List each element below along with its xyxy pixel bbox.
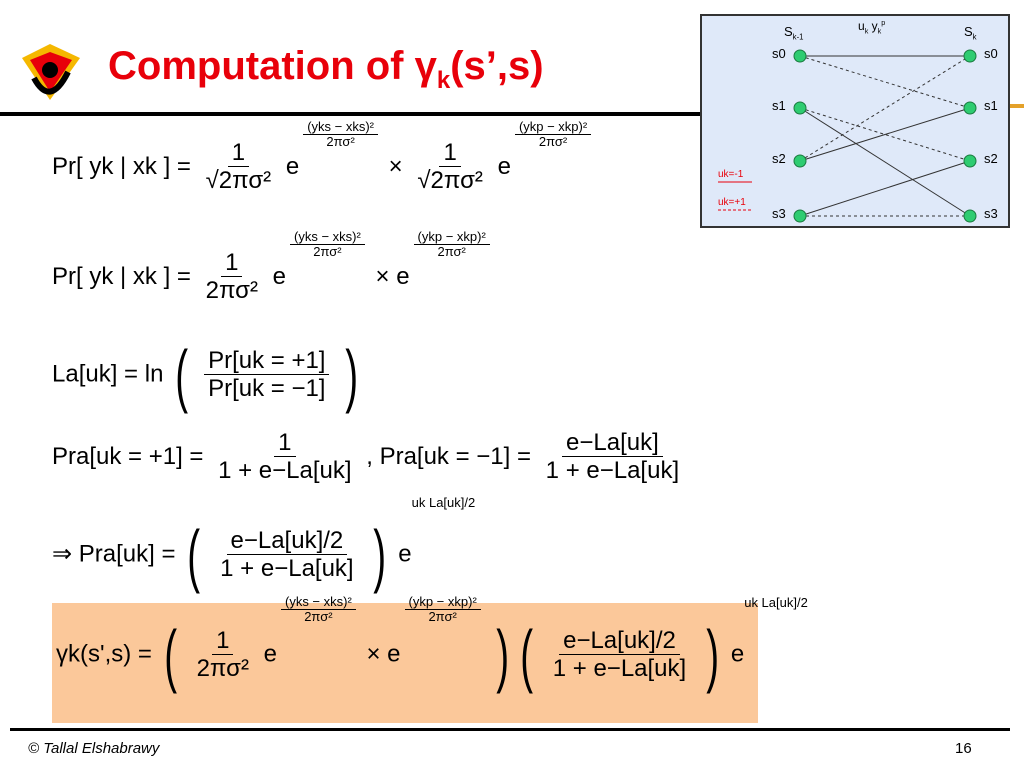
trellis-diagram: Sk-1 uk ykp Sk s0 s1 s2 s3 s0 s1 s2 s3 u… — [700, 14, 1010, 228]
left-state-1: s1 — [772, 98, 786, 113]
legend-minus: uk=-1 — [718, 169, 744, 180]
left-state-3: s3 — [772, 206, 786, 221]
equation-3: La[uk] = ln ( Pr[uk = +1]Pr[uk = −1] ) — [52, 336, 359, 414]
trellis-svg — [718, 49, 977, 223]
footer-line — [10, 728, 1010, 731]
right-state-3: s3 — [984, 206, 998, 221]
trellis-header-right: Sk — [964, 24, 977, 42]
logo — [22, 44, 80, 100]
right-state-2: s2 — [984, 151, 998, 166]
trellis-node-left-2 — [793, 154, 807, 168]
trellis-header-left: Sk-1 — [784, 24, 804, 42]
right-state-0: s0 — [984, 46, 998, 61]
page-number: 16 — [955, 740, 972, 757]
trellis-node-left-3 — [793, 209, 807, 223]
trellis-node-right-0 — [963, 49, 977, 63]
trellis-node-right-1 — [963, 101, 977, 115]
trellis-node-left-0 — [793, 49, 807, 63]
page-title: Computation of γk(s’,s) — [108, 44, 544, 94]
footer-copyright: © Tallal Elshabrawy — [28, 740, 160, 757]
legend-plus: uk=+1 — [718, 197, 746, 208]
trellis-node-left-1 — [793, 101, 807, 115]
trellis-header-mid: uk ykp — [858, 18, 886, 36]
left-state-0: s0 — [772, 46, 786, 61]
trellis-node-right-2 — [963, 154, 977, 168]
title-underline — [0, 112, 700, 116]
trellis-node-right-3 — [963, 209, 977, 223]
right-state-1: s1 — [984, 98, 998, 113]
result-highlight — [52, 603, 758, 723]
left-state-2: s2 — [772, 151, 786, 166]
